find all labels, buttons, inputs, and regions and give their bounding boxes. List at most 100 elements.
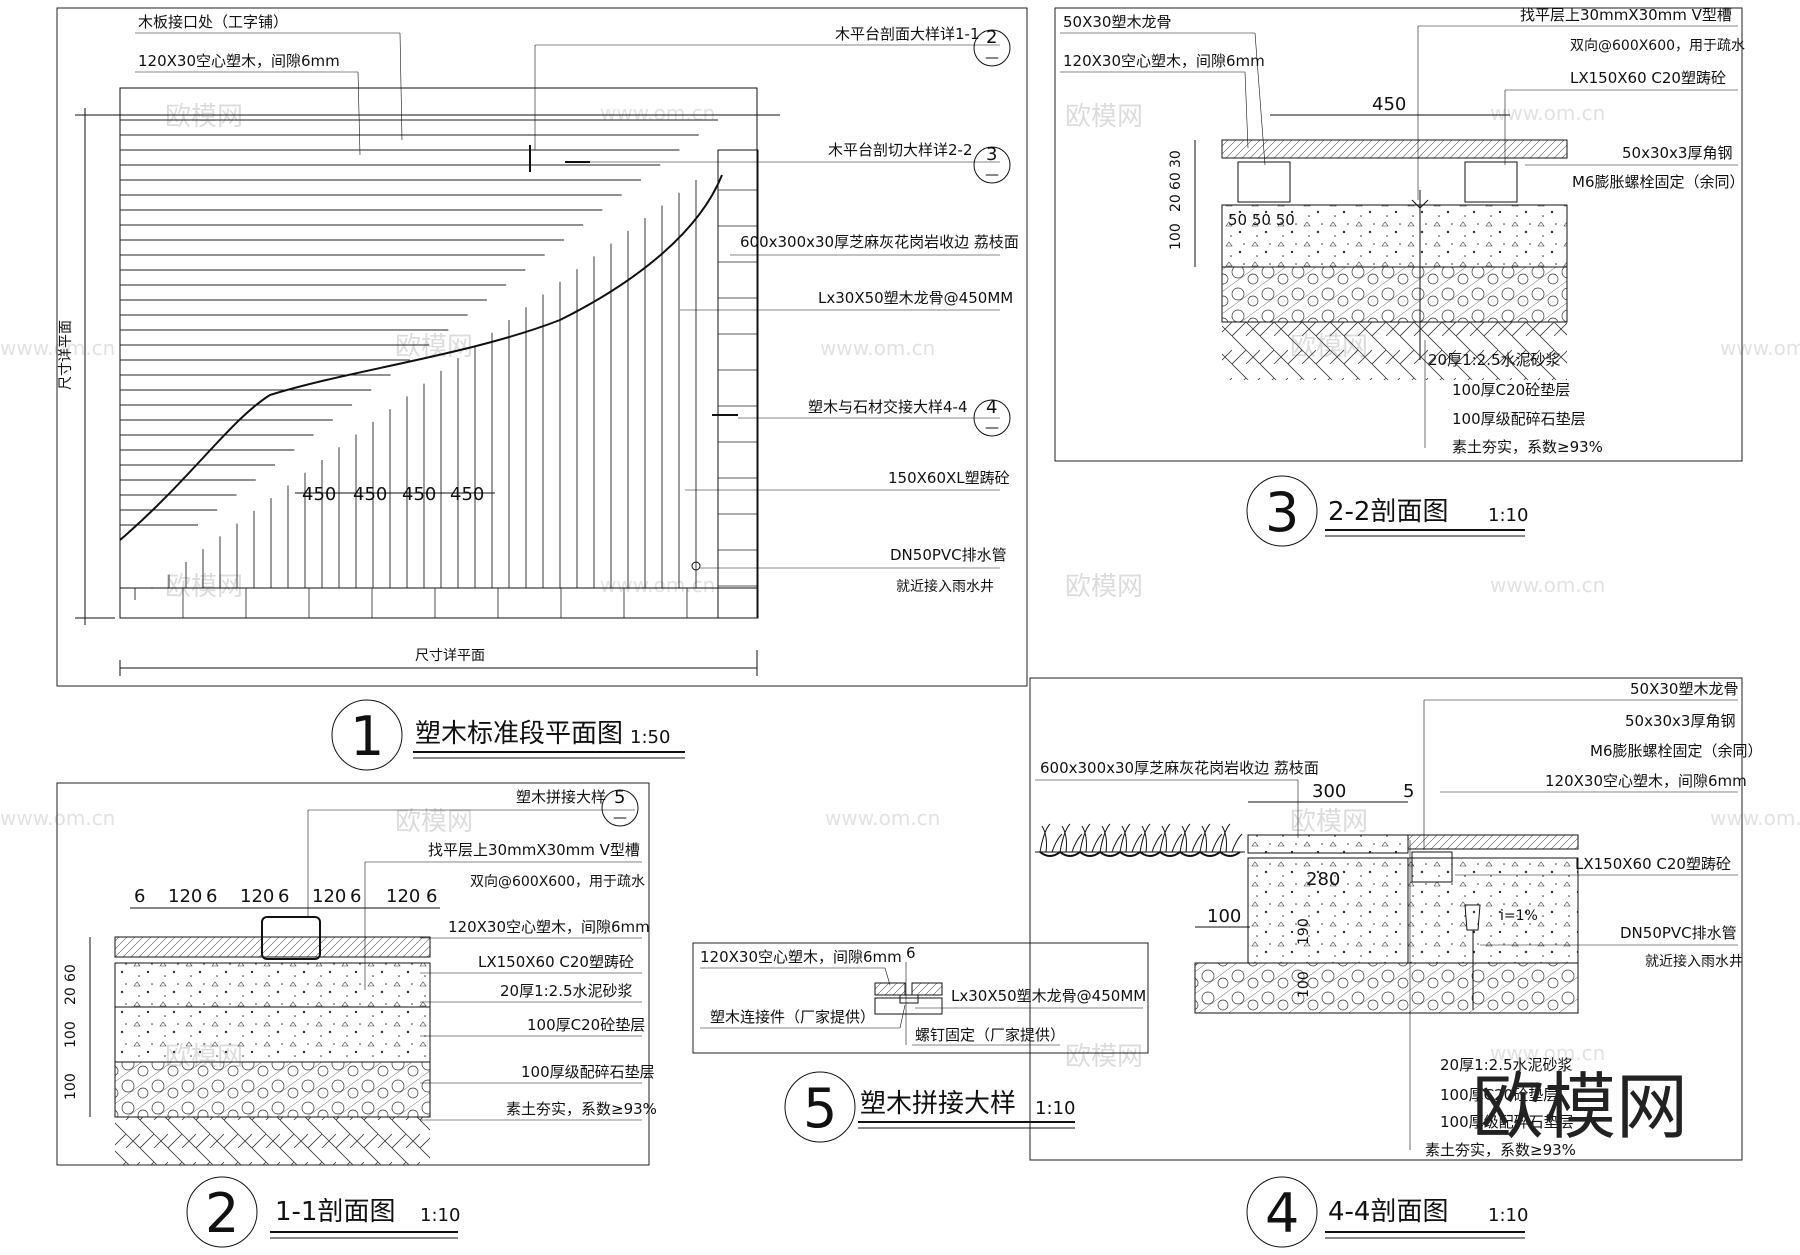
- grass-blade: [1119, 823, 1143, 853]
- section-2-2-border: [1054, 7, 1743, 462]
- label-b4: 素土夯实，系数≥93%: [1452, 438, 1603, 456]
- watermark-url: www.om.cn: [1490, 573, 1605, 597]
- title-number: 5: [803, 1077, 837, 1140]
- label-ref: 塑木拼接大样: [516, 788, 606, 806]
- watermark-url: www.om.cn: [825, 806, 940, 830]
- dim-450: 450: [402, 484, 436, 505]
- label-ref4: 塑木与石材交接大样4-4: [808, 398, 968, 416]
- watermark-brand: 欧模网: [1065, 572, 1143, 602]
- label-l2: 塑木连接件（厂家提供）: [710, 1008, 875, 1026]
- label-drain: DN50PVC排水管: [890, 546, 1007, 564]
- label-r1: 50X30塑木龙骨: [1630, 680, 1738, 698]
- gravel-layer: [1194, 962, 1579, 1014]
- dim-label: 120: [168, 886, 202, 907]
- leader: [1244, 71, 1249, 149]
- grass-blade: [1079, 823, 1103, 853]
- joist: [874, 997, 943, 1015]
- label-r6: 100厚C20砼垫层: [527, 1016, 645, 1034]
- drain-pipe-symbol: [691, 561, 701, 571]
- dim-label: 6: [350, 886, 361, 907]
- ref-marker-4: [973, 399, 1011, 437]
- stone-bottom-strip: [119, 587, 758, 619]
- dim-label: 6: [206, 886, 217, 907]
- ref-marker-dash: —: [985, 167, 999, 183]
- label-b2: 100厚C20砼垫层: [1452, 381, 1570, 399]
- dim-label: 6: [134, 886, 145, 907]
- watermark-url: www.om.cn: [1710, 806, 1800, 830]
- label-b2: 100厚C20砼垫层: [1440, 1086, 1558, 1104]
- dim-450: 450: [450, 484, 484, 505]
- title-scale: 1:10: [1488, 505, 1528, 526]
- curb-right: [1464, 161, 1518, 203]
- label-stone: 600x300x30厚芝麻灰花岗岩收边 荔枝面: [1040, 759, 1319, 777]
- title-text: 1-1剖面图: [275, 1197, 395, 1227]
- watermark-url: www.om.cn: [1490, 101, 1605, 125]
- label-r7: 100厚级配碎石垫层: [521, 1063, 655, 1081]
- watermark-large: 欧模网: [1472, 1065, 1688, 1149]
- grass-blade: [1059, 823, 1083, 853]
- dim-label: 6: [426, 886, 437, 907]
- detail-5-border: [692, 942, 1149, 1054]
- gravel-layer: [1221, 266, 1568, 323]
- label-r1: Lx30X50塑木龙骨@450MM: [951, 987, 1146, 1005]
- watermark-brand: 欧模网: [165, 572, 243, 602]
- dim-100: 100: [1296, 971, 1312, 998]
- title-number: 2: [205, 1182, 239, 1245]
- section-4-4-border: [1029, 677, 1743, 1161]
- deck-board-layer: [1221, 139, 1568, 159]
- watermark-url: www.om.cn: [820, 336, 935, 360]
- label-r3: 120X30空心塑木，间隙6mm: [448, 918, 650, 936]
- leader: [1254, 32, 1266, 166]
- title-circle: [1246, 1176, 1318, 1248]
- watermark-brand: 欧模网: [395, 807, 473, 837]
- grass-root: [1219, 851, 1241, 857]
- dim-100: 100: [1168, 223, 1184, 250]
- label-l1: 50X30塑木龙骨: [1063, 13, 1171, 31]
- grass-blade: [1199, 823, 1223, 853]
- stone-cap: [1247, 834, 1409, 854]
- grass-root: [1159, 851, 1181, 857]
- connector: [899, 994, 919, 1004]
- grass-root: [1079, 851, 1101, 857]
- soil-layer: [115, 1117, 430, 1165]
- dim-100: 100: [63, 1021, 79, 1048]
- title-circle: [331, 699, 403, 771]
- dim-label: 6: [278, 886, 289, 907]
- plan-panel: 450 450 450 450 尺寸详平面 尺寸详平面 木板接口处（工字铺） 1…: [56, 7, 1028, 771]
- title-scale: 1:10: [1488, 1205, 1528, 1226]
- watermark-brand: 欧模网: [395, 332, 473, 362]
- soil-layer: [1222, 322, 1567, 380]
- title-number: 4: [1265, 1182, 1299, 1245]
- dim-horizontal-label: 尺寸详平面: [415, 648, 485, 664]
- ref-marker-num: 3: [986, 144, 997, 165]
- label-drain-note: 就近接入雨水井: [896, 578, 994, 595]
- label-r2: 50x30x3厚角钢: [1625, 712, 1735, 730]
- dim-label: 120: [386, 886, 420, 907]
- label-r6: DN50PVC排水管: [1620, 924, 1737, 942]
- dim-30: 30: [1168, 150, 1184, 168]
- dim-450: 450: [302, 484, 336, 505]
- watermark-url: www.om.cn: [0, 806, 115, 830]
- watermark-url: www.om.cn: [1720, 336, 1800, 360]
- ref-marker-dash: —: [985, 420, 999, 436]
- ref-marker-3: [973, 146, 1011, 184]
- curb-left: [1237, 161, 1291, 203]
- label-r4: 120X30空心塑木，间隙6mm: [1545, 772, 1747, 790]
- dim-6: 6: [906, 944, 916, 962]
- dim-60: 60: [63, 964, 79, 982]
- title-scale: 1:10: [1035, 1098, 1075, 1119]
- label-r5: 20厚1:2.5水泥砂浆: [500, 982, 633, 1000]
- dim-190: 190: [1296, 918, 1312, 945]
- dim-20: 20: [63, 987, 79, 1005]
- label-ref2: 木平台剖切大样详2-2: [828, 141, 973, 159]
- label-r7: 就近接入雨水井: [1645, 953, 1743, 970]
- ref-marker-num: 5: [614, 787, 625, 808]
- gravel-layer: [114, 1061, 431, 1118]
- leader: [884, 967, 891, 986]
- dim-280: 280: [1306, 869, 1340, 890]
- label-b1: 20厚1:2.5水泥砂浆: [1428, 351, 1561, 369]
- label-r1: 找平层上30mmX30mm V型槽: [428, 841, 640, 859]
- label-b1: 20厚1:2.5水泥砂浆: [1440, 1056, 1573, 1074]
